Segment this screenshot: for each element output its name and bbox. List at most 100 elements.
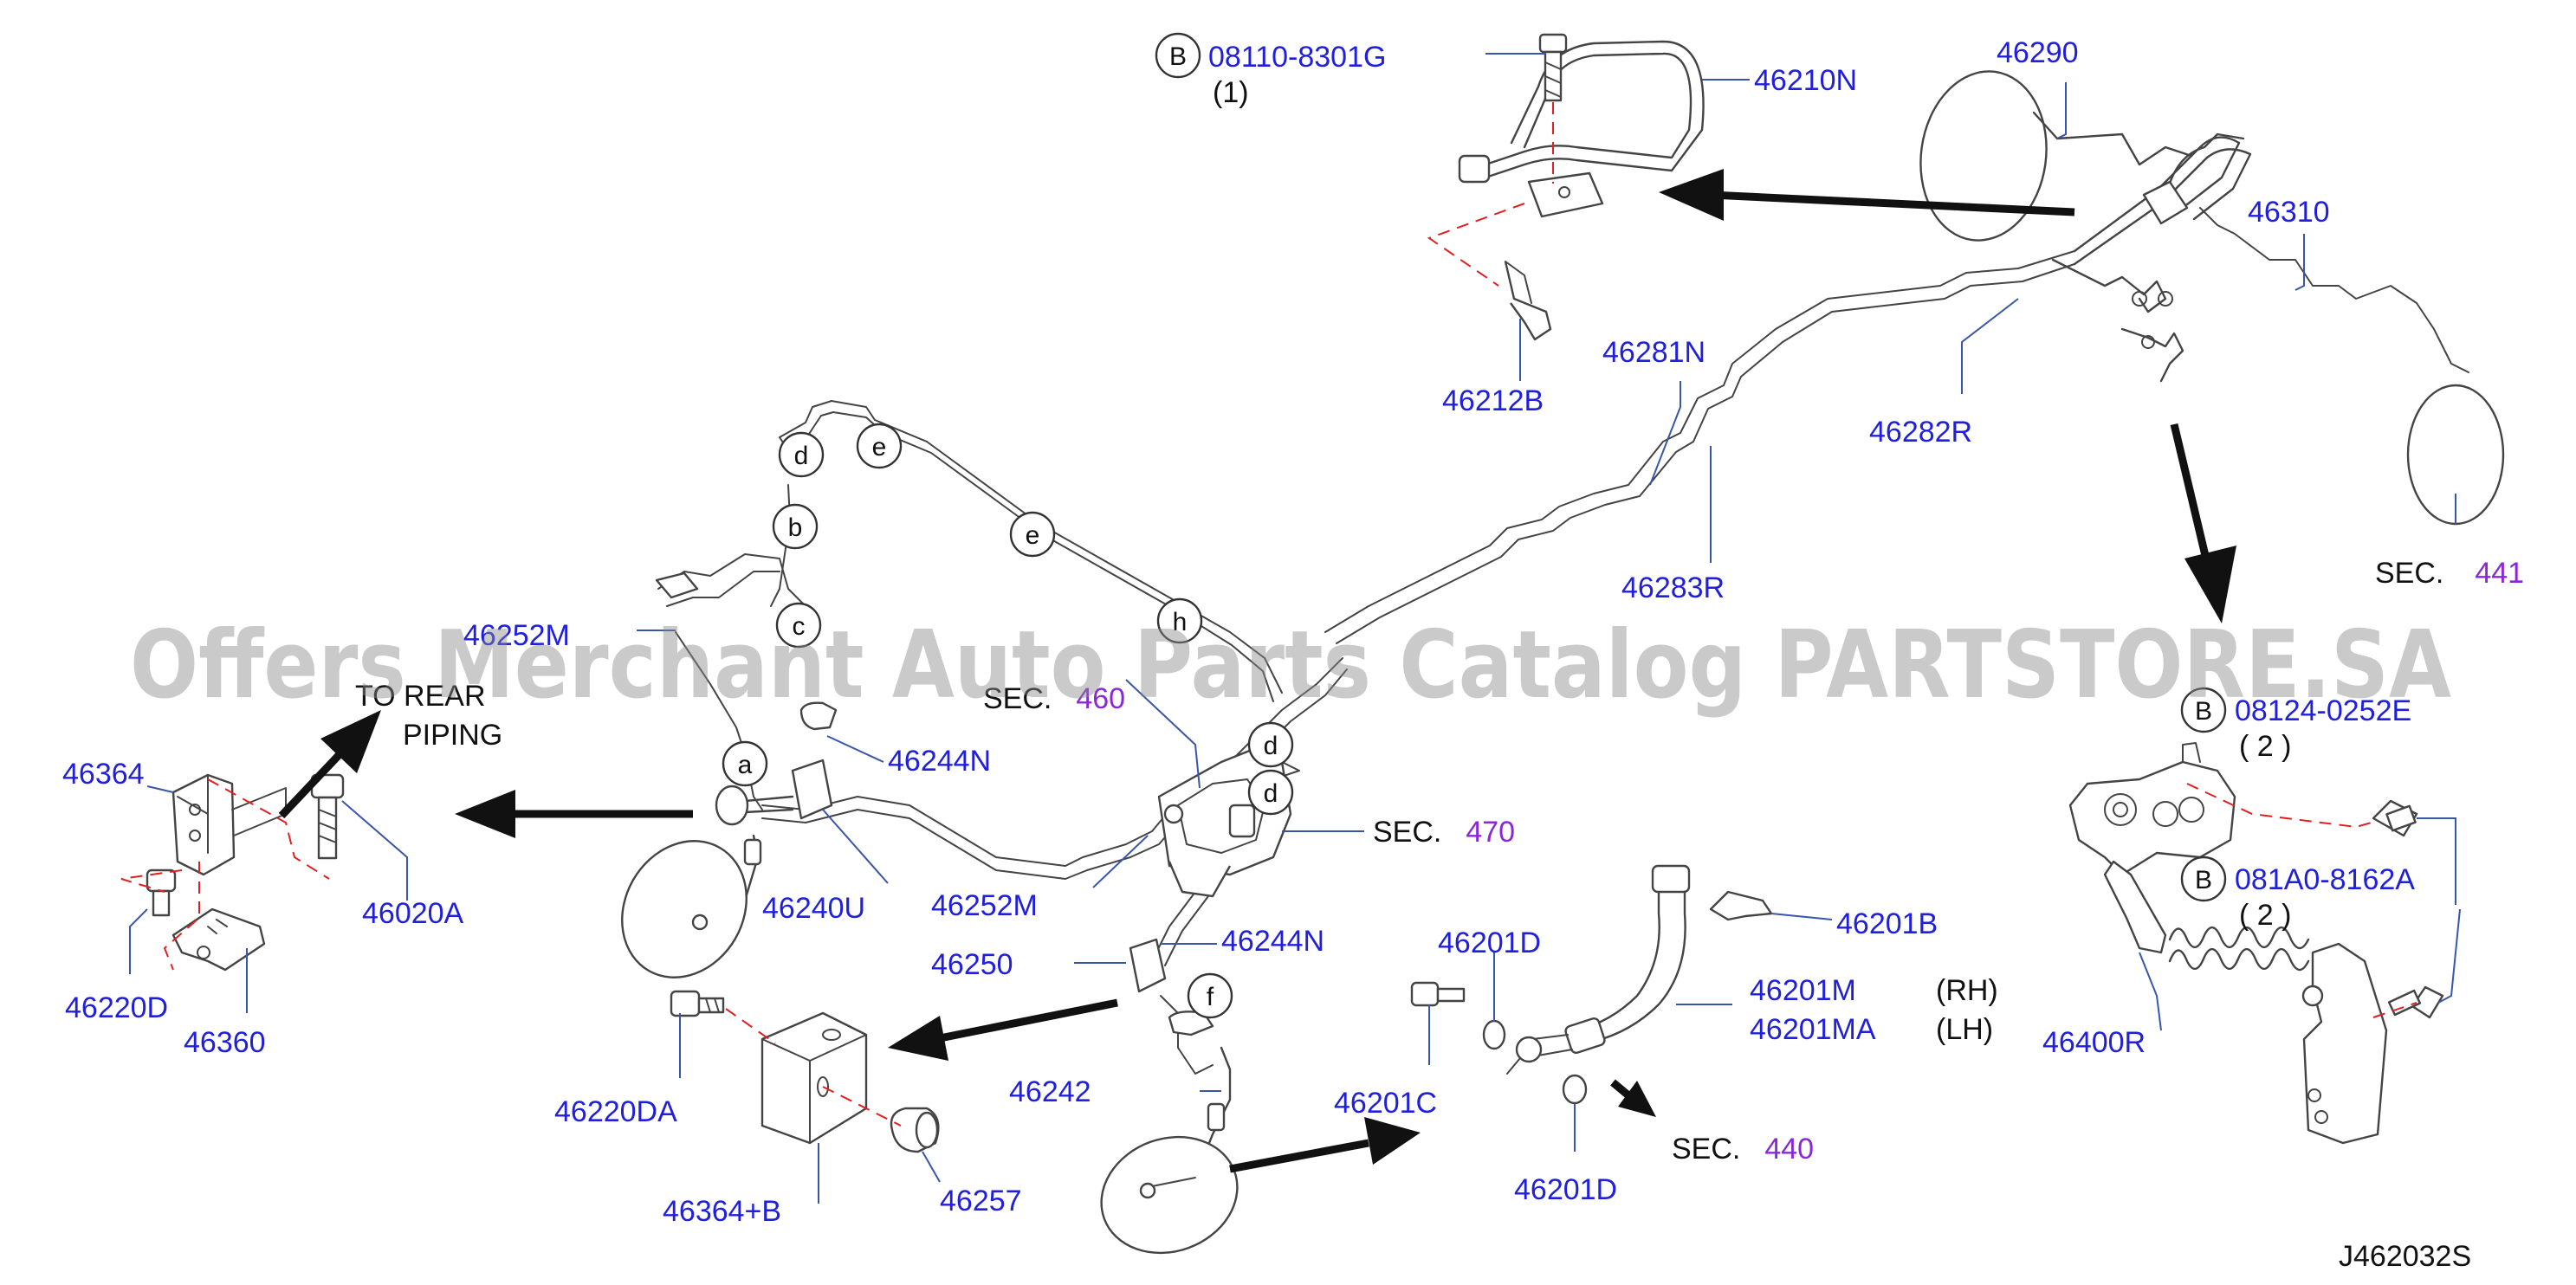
circle-letter-e1: e: [856, 423, 903, 469]
b-marker-1: B: [1155, 32, 1201, 79]
circle-letter-e2: e: [1009, 511, 1056, 558]
label-46257: 46257: [940, 1185, 1022, 1217]
label-to-rear: TO REAR: [355, 680, 486, 713]
bracket-46400R: [2301, 942, 2388, 1145]
master-cylinder-sec470: [1157, 743, 1292, 898]
label-08124-0252E: 08124-0252E: [2235, 694, 2411, 727]
circle-letter-h: h: [1156, 597, 1203, 644]
svg-text:e: e: [1026, 521, 1040, 550]
label-081A0-8162A: 081A0-8162A: [2235, 863, 2415, 896]
circle-letter-d3: d: [1247, 769, 1294, 816]
svg-text:B: B: [1169, 42, 1187, 71]
clip-46244N-top: [799, 701, 838, 731]
label-46364B: 46364+B: [663, 1195, 781, 1228]
figure-code: J462032S: [2339, 1240, 2471, 1273]
block-46364B: [761, 1011, 868, 1145]
bolt-46201C: [1410, 981, 1466, 1007]
label-46310: 46310: [2248, 196, 2330, 229]
brake-tube-46310: [2073, 136, 2505, 526]
label-46201D-bot: 46201D: [1514, 1173, 1617, 1206]
label-46244N-top: 46244N: [888, 745, 991, 778]
hose-46242: [1100, 1011, 1239, 1255]
block-46364: [172, 773, 287, 876]
direction-arrows: [278, 169, 2236, 1173]
label-46201MA: 46201MA: [1750, 1013, 1876, 1046]
label-46252M-top: 46252M: [463, 619, 570, 652]
label-46242: 46242: [1009, 1075, 1091, 1108]
label-sec-470: SEC.470: [1373, 816, 1515, 849]
circle-letter-b: b: [772, 503, 819, 550]
svg-text:B: B: [2195, 866, 2212, 894]
label-46364: 46364: [62, 758, 145, 791]
leader-lines: [129, 53, 2461, 1204]
label-sec-460: SEC.460: [983, 682, 1125, 715]
label-46220D: 46220D: [65, 991, 168, 1024]
junction-46240U: [715, 759, 833, 826]
label-qty-2: ( 2 ): [2239, 730, 2291, 763]
label-46244N-mid: 46244N: [1221, 925, 1324, 958]
clip-46201B: [1709, 890, 1773, 921]
clip-46212B: [1504, 261, 1552, 341]
connector-46282R: [2051, 258, 2184, 383]
bracket-46360: [172, 907, 266, 972]
hose-front-left: [621, 834, 762, 978]
circle-letter-c: c: [775, 602, 822, 649]
bolt-08124-0252E: [2372, 799, 2418, 837]
label-sec-440: SEC.440: [1672, 1133, 1814, 1166]
svg-text:B: B: [2195, 697, 2212, 726]
brake-pipe-46281N: [1324, 250, 2075, 644]
label-46212B: 46212B: [1442, 384, 1544, 417]
svg-text:c: c: [793, 612, 806, 641]
label-46201D-top: 46201D: [1438, 927, 1541, 959]
label-08110-8301G: 08110-8301G: [1208, 41, 1386, 74]
label-46283R: 46283R: [1621, 571, 1725, 604]
clip-46244N-mid: [1129, 938, 1167, 993]
label-46400R: 46400R: [2042, 1026, 2146, 1059]
label-46201M: 46201M: [1750, 974, 1856, 1007]
spring-46400R: [2168, 927, 2310, 972]
label-46281N: 46281N: [1602, 336, 1705, 369]
svg-text:f: f: [1207, 983, 1214, 1011]
bolt-46020A: [310, 773, 345, 860]
washer-46201D-bot: [1562, 1074, 1588, 1105]
label-46020A: 46020A: [362, 897, 464, 930]
b-marker-2: B: [2180, 687, 2227, 733]
bolt-08110-8301G: [1538, 33, 1568, 102]
bolt-46220DA: [670, 990, 725, 1017]
svg-text:h: h: [1173, 608, 1188, 636]
label-46290: 46290: [1997, 36, 2079, 69]
label-sec-441: SEC.441: [2375, 557, 2524, 590]
brake-hose-46210N: [1458, 40, 1705, 218]
bolt-46220D: [146, 869, 177, 917]
brake-assembly-46290: [1919, 70, 2245, 242]
circle-letter-a: a: [722, 740, 768, 787]
label-46220DA: 46220DA: [554, 1095, 677, 1128]
label-piping: PIPING: [403, 719, 502, 752]
label-46282R: 46282R: [1869, 416, 1972, 449]
label-46360: 46360: [184, 1026, 266, 1059]
svg-text:b: b: [788, 513, 803, 542]
label-46240U: 46240U: [762, 892, 865, 925]
svg-text:a: a: [738, 751, 753, 779]
washer-46201D-top: [1482, 1019, 1506, 1050]
label-46201B: 46201B: [1836, 907, 1938, 940]
centerline-46364: [120, 778, 330, 971]
svg-text:d: d: [1264, 732, 1278, 760]
b-marker-3: B: [2180, 856, 2227, 902]
valve-46400R: [2068, 742, 2236, 954]
centerline-46210N: [1427, 102, 1554, 287]
hose-46201M: [1506, 864, 1691, 1075]
centerline-46400R: [2186, 783, 2417, 1018]
circle-letter-d2: d: [1247, 721, 1294, 768]
watermark: Offers Merchant Auto Parts Catalog PARTS…: [130, 611, 2451, 720]
svg-text:e: e: [872, 433, 887, 462]
label-46201M-rh: (RH): [1936, 974, 1998, 1007]
label-qty-3: ( 2 ): [2239, 899, 2291, 932]
svg-text:d: d: [794, 442, 809, 470]
label-46210N: 46210N: [1754, 64, 1857, 97]
circle-letter-f: f: [1187, 972, 1233, 1019]
spacer-46257: [890, 1107, 940, 1153]
label-46201C: 46201C: [1334, 1087, 1437, 1120]
label-46252M-mid: 46252M: [931, 889, 1038, 922]
